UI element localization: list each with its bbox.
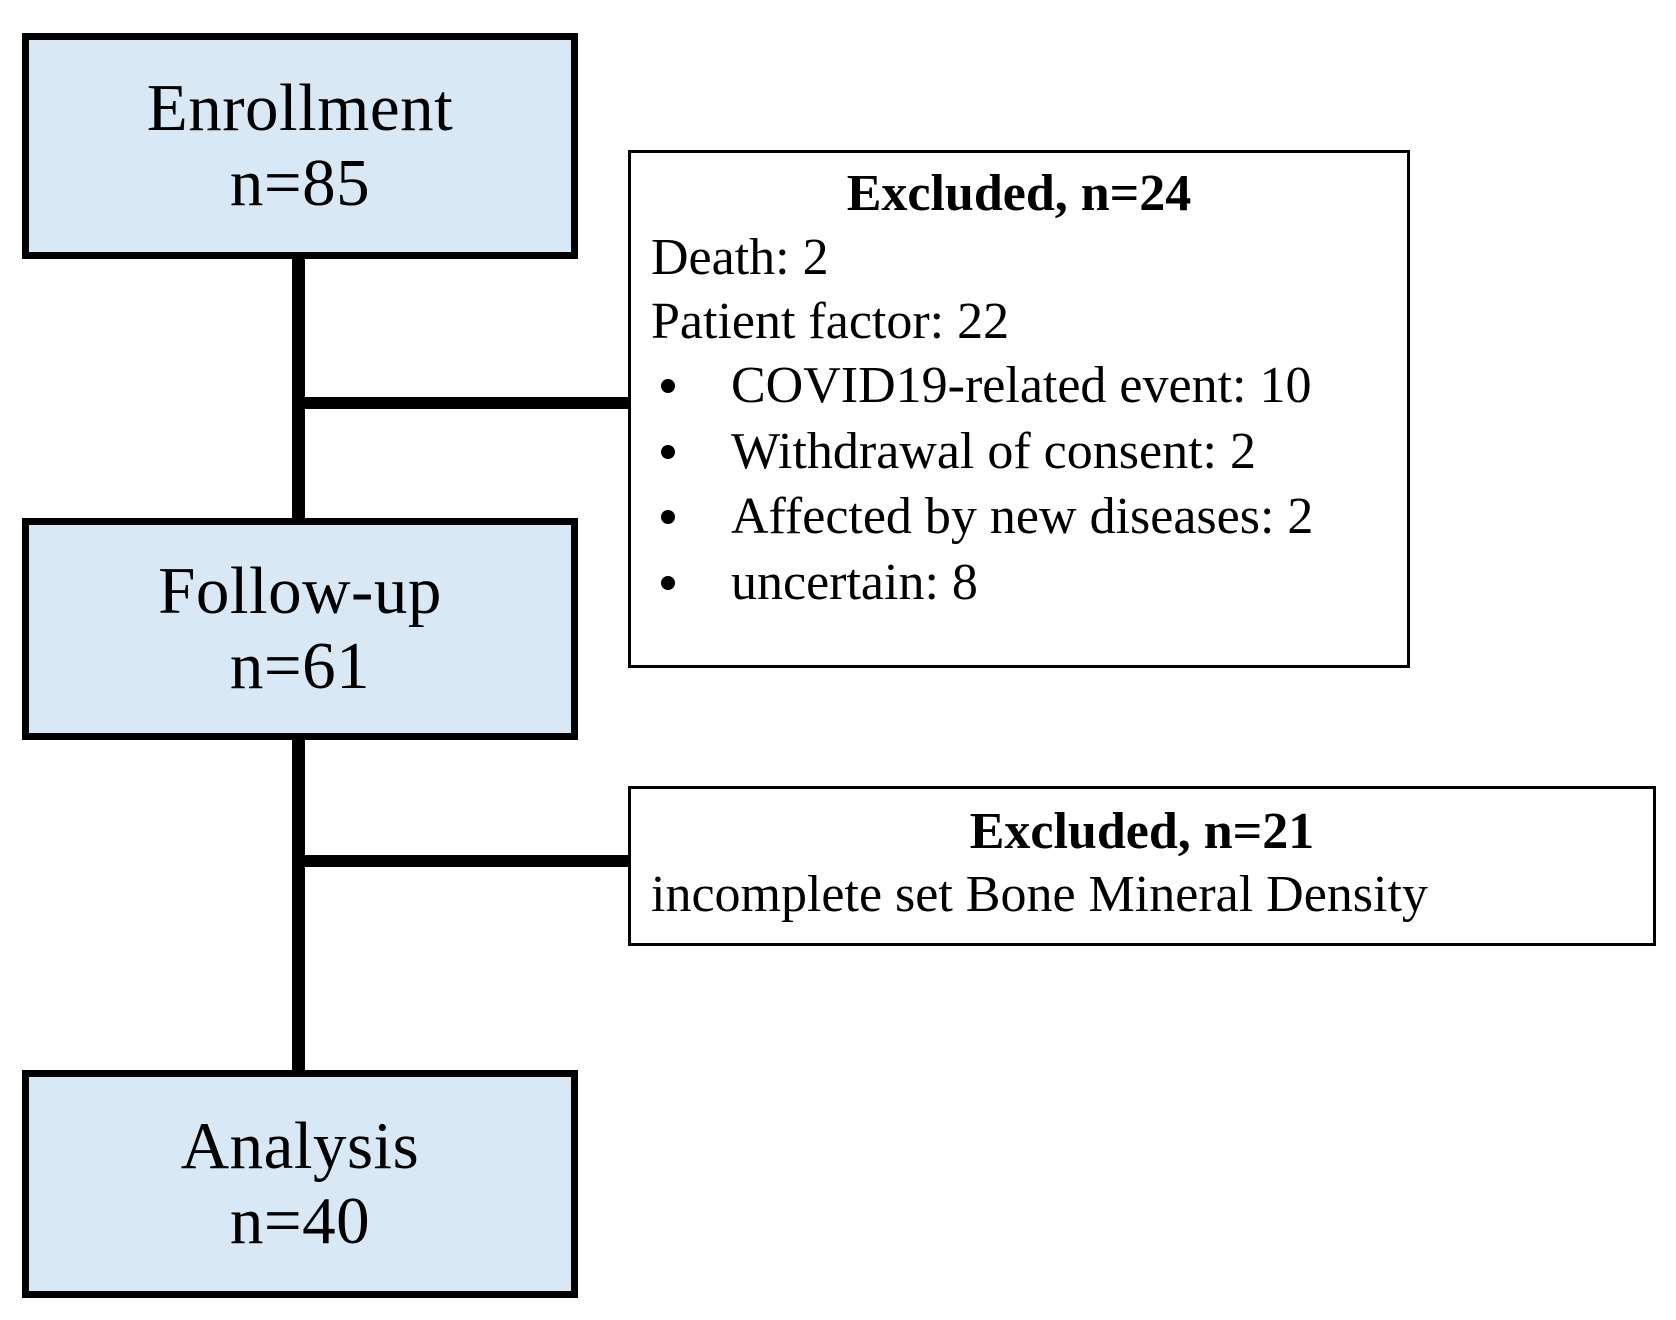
stage-count-enrollment: n=85 [229,146,371,220]
exclusion-reason-death: Death: 2 [651,229,829,287]
stage-box-enrollment: Enrollment n=85 [22,33,578,259]
bullet-label: uncertain: 8 [731,553,978,611]
bullet-label: COVID19-related event: 10 [731,357,1312,415]
bullet-dot-icon [661,378,675,393]
stage-box-followup: Follow-up n=61 [22,518,578,740]
exclusion-bullet-list-1: COVID19-related event: 10 Withdrawal of … [631,353,1407,615]
exclusion-reason-incomplete-bmd: incomplete set Bone Mineral Density [651,866,1428,924]
bullet-label: Withdrawal of consent: 2 [731,422,1256,480]
connector-branch-excluded-1 [292,397,632,409]
list-item: COVID19-related event: 10 [631,353,1407,419]
stage-count-followup: n=61 [229,629,371,703]
stage-count-analysis: n=40 [229,1184,371,1258]
list-item: Affected by new diseases: 2 [631,484,1407,550]
connector-followup-to-analysis [292,737,305,1075]
exclusion-box-2: Excluded, n=21 incomplete set Bone Miner… [628,786,1656,946]
connector-branch-excluded-2 [292,855,632,867]
stage-box-analysis: Analysis n=40 [22,1070,578,1298]
list-item: uncertain: 8 [631,550,1407,616]
bullet-label: Affected by new diseases: 2 [731,488,1314,546]
stage-title-enrollment: Enrollment [146,70,454,145]
list-item: Withdrawal of consent: 2 [631,419,1407,485]
stage-title-followup: Follow-up [158,553,442,628]
bullet-dot-icon [661,510,675,525]
exclusion-heading-1: Excluded, n=24 [846,165,1192,222]
exclusion-reason-patient-factor: Patient factor: 22 [651,292,1010,350]
exclusion-heading-2: Excluded, n=21 [969,803,1315,860]
bullet-dot-icon [661,575,675,590]
exclusion-box-1: Excluded, n=24 Death: 2 Patient factor: … [628,150,1410,668]
bullet-dot-icon [661,444,675,459]
connector-enrollment-to-followup [292,256,305,524]
stage-title-analysis: Analysis [180,1108,420,1183]
